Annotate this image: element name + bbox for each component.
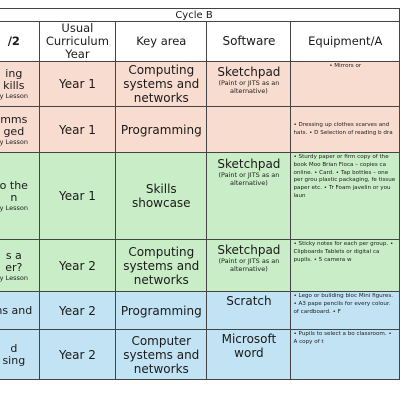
software-cell: Scratch	[206, 291, 292, 330]
unit-cell: s a er? y Lesson	[0, 239, 40, 292]
table-row: s a er? y Lesson Year 2 Computing system…	[0, 239, 400, 292]
key-area-cell: Skills showcase	[115, 152, 208, 240]
header-unit: /2	[0, 21, 40, 62]
key-area-cell: Computing systems and networks	[115, 61, 208, 107]
equipment-cell: • Lego or building bloc Mini figures. • …	[290, 291, 400, 330]
equipment-cell: • Sticky notes for each per group. • Cli…	[290, 239, 400, 292]
equipment-cell: • Dressing up clothes scarves and hats. …	[290, 106, 400, 153]
table-row: ns and Year 2 Programming Scratch • Lego…	[0, 291, 400, 330]
unit-cell: ns and	[0, 291, 40, 330]
unit-cell: d sing	[0, 329, 40, 380]
header-software: Software	[206, 21, 292, 62]
key-area-cell: Programming	[115, 106, 208, 153]
key-area-cell: Programming	[115, 291, 208, 330]
header-year: Usual Curriculum Year	[38, 21, 117, 62]
table-row: ing kills y Lesson Year 1 Computing syst…	[0, 61, 400, 107]
equipment-cell: • Mirrors or	[290, 61, 400, 107]
equipment-cell: • Sturdy paper or firm copy of the book …	[290, 152, 400, 240]
table-row: mms ged y Lesson Year 1 Programming • Dr…	[0, 106, 400, 153]
software-cell	[206, 106, 292, 153]
curriculum-table-wrap: Cycle B /2 Usual Curriculum Year Key are…	[0, 8, 400, 380]
table-row: d sing Year 2 Computer systems and netwo…	[0, 329, 400, 380]
key-area-cell: Computer systems and networks	[115, 329, 208, 380]
software-cell: Microsoft word	[206, 329, 292, 380]
year-cell: Year 1	[38, 61, 117, 107]
software-cell: Sketchpad (Paint or JITS as an alternati…	[206, 152, 292, 240]
header-equipment: Equipment/A	[290, 21, 400, 62]
year-cell: Year 1	[38, 152, 117, 240]
software-cell: Sketchpad (Paint or JITS as an alternati…	[206, 61, 292, 107]
year-cell: Year 2	[38, 239, 117, 292]
cycle-title: Cycle B	[0, 8, 400, 22]
year-cell: Year 2	[38, 291, 117, 330]
curriculum-table: Cycle B /2 Usual Curriculum Year Key are…	[0, 8, 400, 380]
unit-cell: ing kills y Lesson	[0, 61, 40, 107]
software-cell: Sketchpad (Paint or JITS as an alternati…	[206, 239, 292, 292]
year-cell: Year 1	[38, 106, 117, 153]
year-cell: Year 2	[38, 329, 117, 380]
key-area-cell: Computing systems and networks	[115, 239, 208, 292]
unit-cell: mms ged y Lesson	[0, 106, 40, 153]
header-key-area: Key area	[115, 21, 208, 62]
equipment-cell: • Pupils to select a bo classroom. • A c…	[290, 329, 400, 380]
unit-cell: o the n y Lesson	[0, 152, 40, 240]
table-row: o the n y Lesson Year 1 Skills showcase …	[0, 152, 400, 240]
